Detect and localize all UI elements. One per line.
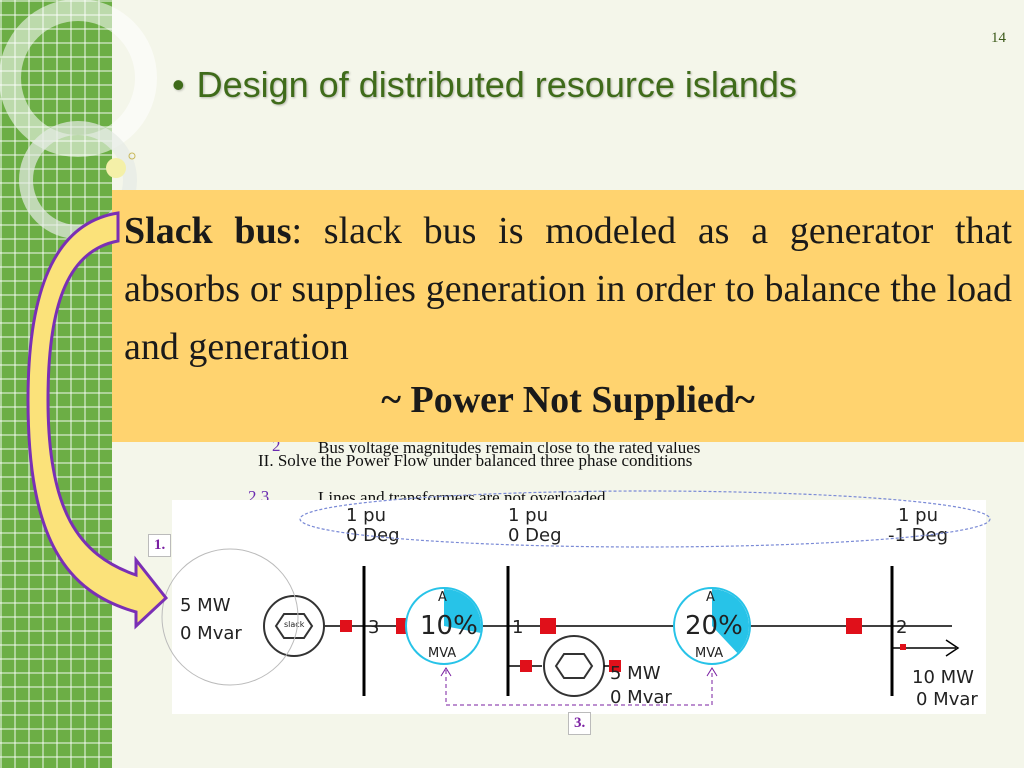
generator-2-shape [554,653,594,679]
slide-title: • Design of distributed resource islands [172,64,797,106]
breaker-gen2-out [609,660,621,672]
gauge-1-percent: 10% [420,611,478,641]
gauge-2-pointer-icon [706,667,718,677]
label-one: 1. [148,534,172,557]
load-mvar: 0 Mvar [916,689,978,710]
slack-label: slack [284,620,305,629]
gauge-2-unit: MVA [695,646,724,661]
gauge-link-dashed [445,670,713,706]
deco-dot [106,158,126,178]
gauge-2-top: A [706,590,715,605]
breaker-slack [340,620,352,632]
line-a-number: 2 [272,436,281,455]
breaker-bus2-line [846,618,862,634]
gauge-2-percent: 20% [685,611,743,641]
callout-body: Slack bus: slack bus is modeled as a gen… [124,202,1012,376]
deco-ring-large [0,0,157,157]
breaker-gen2 [520,660,532,672]
generator-2-icon [543,635,605,697]
one-line-diagram: 1 pu 0 Deg 1 pu 0 Deg 1 pu -1 Deg 5 MW 0… [172,500,986,714]
load-arrow-icon [945,639,960,657]
slack-bus-callout: Slack bus: slack bus is modeled as a gen… [112,190,1024,442]
gauge-1-top: A [438,590,447,605]
gauge-1-pointer-icon [440,667,452,677]
breaker-bus1-line [540,618,556,634]
load-mw: 10 MW [912,667,974,688]
gen2-mvar: 0 Mvar [610,687,672,708]
diagram-drawing [263,566,960,706]
label-three: 3. [568,712,592,735]
callout-term: Slack bus [124,210,292,252]
bus3-pu: 1 pu [346,505,387,526]
bus1-pu: 1 pu [508,505,549,526]
bus-1-number: 1 [512,617,524,638]
callout-emphasis: ~ Power Not Supplied~ [381,379,755,421]
deco-dot-small [128,152,136,160]
bus3-deg: 0 Deg [346,525,400,546]
bus-2-number: 2 [896,617,908,638]
line-a-text: Bus voltage magnitudes remain close to t… [318,438,701,457]
slack-mw: 5 MW [180,595,231,616]
bus-3-number: 3 [368,617,380,638]
title-bullet: • [172,64,185,105]
flow-gauge-1-fill [444,589,481,633]
gauge-1-unit: MVA [428,646,457,661]
bus1-deg: 0 Deg [508,525,562,546]
breaker-load [900,644,906,650]
line-b-text: II. Solve the Power Flow under balanced … [258,451,693,470]
bus2-pu: 1 pu [898,505,939,526]
flow-gauge-2-fill [712,589,750,653]
gen2-mw: 5 MW [610,663,661,684]
slack-mvar: 0 Mvar [180,623,242,644]
title-text: Design of distributed resource islands [196,64,797,105]
bus2-deg: -1 Deg [888,525,949,546]
page-number: 14 [991,30,1006,46]
